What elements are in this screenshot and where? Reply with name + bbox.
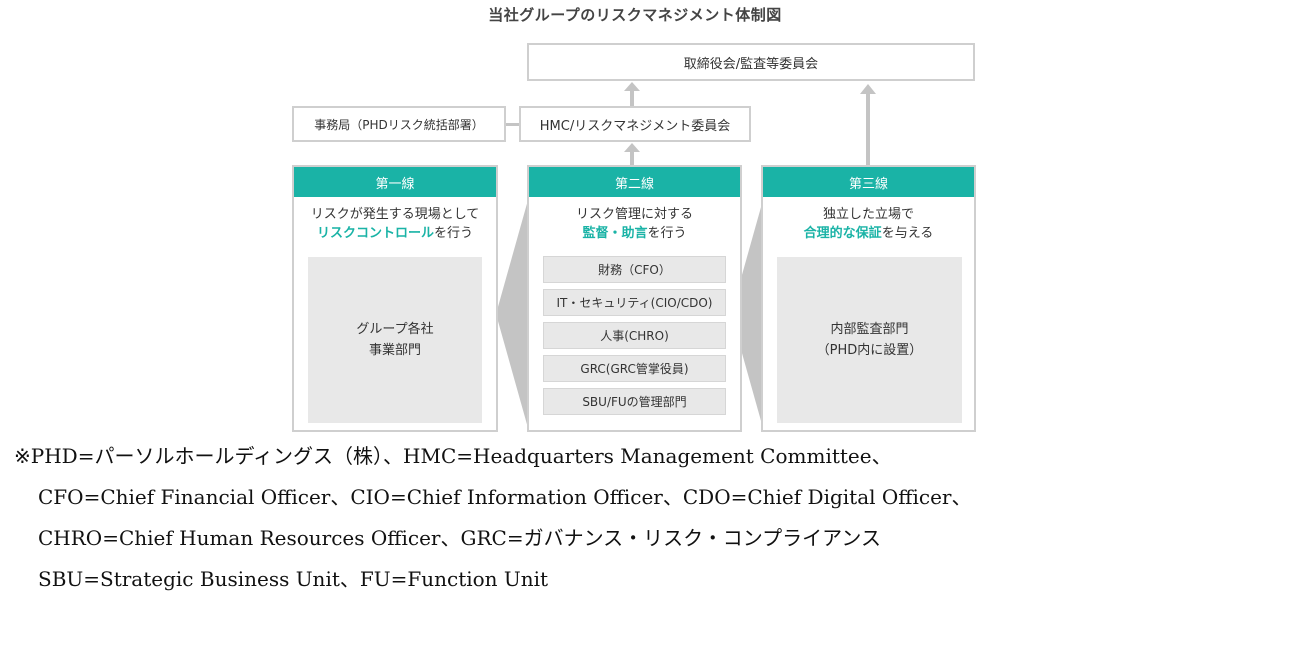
second-line-item: SBU/FUの管理部門 — [543, 388, 726, 415]
third-line-panel: 内部監査部門 （PHD内に設置） — [777, 257, 962, 423]
hmc-label: HMC/リスクマネジメント委員会 — [539, 118, 731, 134]
third-line-description: 独立した立場で 合理的な保証を与える — [763, 205, 974, 243]
third-line-desc-text: 独立した立場で — [822, 207, 914, 222]
footnote-line: ※PHD=パーソルホールディングス（株）、HMC=Headquarters Ma… — [14, 444, 892, 468]
secretariat-label: 事務局（PHDリスク統括部署） — [314, 117, 484, 132]
board-label: 取締役会/監査等委員会 — [683, 56, 819, 72]
arrow-second-to-hmc-icon — [624, 143, 640, 165]
second-line-item: 財務（CFO） — [543, 256, 726, 283]
second-line-desc-highlight: 監督・助言 — [582, 226, 648, 241]
third-line-header: 第三線 — [763, 167, 974, 197]
chevron-left-icon — [496, 200, 528, 428]
first-line-column: 第一線 リスクが発生する現場として リスクコントロールを行う グループ各社 事業… — [292, 165, 498, 432]
arrow-hmc-to-board-icon — [624, 82, 640, 106]
footnote-line: CHRO=Chief Human Resources Officer、GRC=ガ… — [38, 526, 881, 550]
third-line-desc-highlight: 合理的な保証 — [803, 226, 882, 241]
second-line-description: リスク管理に対する 監督・助言を行う — [529, 205, 740, 243]
third-line-panel-line1: 内部監査部門 — [830, 322, 909, 337]
third-line-panel-line2: （PHD内に設置） — [816, 343, 923, 358]
first-line-desc-text: リスクが発生する現場として — [310, 207, 480, 222]
hmc-box: HMC/リスクマネジメント委員会 — [519, 106, 751, 142]
secretariat-box: 事務局（PHDリスク統括部署） — [292, 106, 506, 142]
second-line-header: 第二線 — [529, 167, 740, 197]
second-line-item: GRC(GRC管掌役員) — [543, 355, 726, 382]
secretariat-connector — [506, 123, 520, 126]
board-box: 取締役会/監査等委員会 — [527, 43, 975, 81]
footnotes: ※PHD=パーソルホールディングス（株）、HMC=Headquarters Ma… — [14, 436, 1294, 600]
arrow-third-to-board-icon — [860, 84, 876, 166]
first-line-desc-tail: を行う — [434, 226, 474, 241]
second-line-item: 人事(CHRO) — [543, 322, 726, 349]
footnote-line: SBU=Strategic Business Unit、FU=Function … — [38, 567, 549, 591]
footnote-line: CFO=Chief Financial Officer、CIO=Chief In… — [38, 485, 972, 509]
diagram-title: 当社グループのリスクマネジメント体制図 — [488, 6, 782, 24]
first-line-panel-line1: グループ各社 — [356, 322, 434, 337]
third-line-column: 第三線 独立した立場で 合理的な保証を与える 内部監査部門 （PHD内に設置） — [761, 165, 976, 432]
chevron-left-icon — [731, 200, 763, 428]
first-line-panel: グループ各社 事業部門 — [308, 257, 482, 423]
first-line-header: 第一線 — [294, 167, 496, 197]
third-line-desc-tail: を与える — [881, 226, 934, 241]
second-line-desc-tail: を行う — [647, 226, 687, 241]
first-line-description: リスクが発生する現場として リスクコントロールを行う — [294, 205, 496, 243]
first-line-desc-highlight: リスクコントロール — [316, 226, 434, 241]
second-line-column: 第二線 リスク管理に対する 監督・助言を行う 財務（CFO） IT・セキュリティ… — [527, 165, 742, 432]
second-line-item: IT・セキュリティ(CIO/CDO) — [543, 289, 726, 316]
first-line-panel-line2: 事業部門 — [368, 343, 421, 358]
second-line-desc-text: リスク管理に対する — [575, 207, 693, 222]
